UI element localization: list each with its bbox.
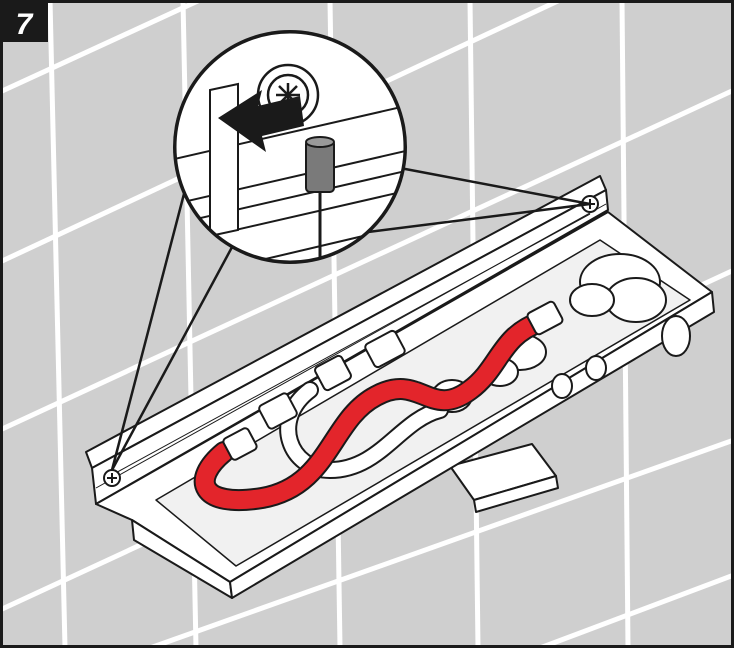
hose-couplings bbox=[222, 300, 564, 461]
step-badge: 7 bbox=[2, 2, 48, 42]
step-number: 7 bbox=[16, 8, 34, 41]
callout-lines bbox=[110, 166, 591, 471]
panel-holes bbox=[551, 315, 691, 399]
mounting-rail bbox=[85, 175, 609, 505]
rail-screw-left bbox=[103, 469, 121, 487]
valve-cartridge bbox=[431, 253, 667, 413]
screwdriver-icon bbox=[305, 136, 335, 262]
magnifier-detail bbox=[173, 30, 407, 264]
push-arrow-icon bbox=[218, 90, 304, 152]
bath-spout bbox=[449, 443, 559, 513]
